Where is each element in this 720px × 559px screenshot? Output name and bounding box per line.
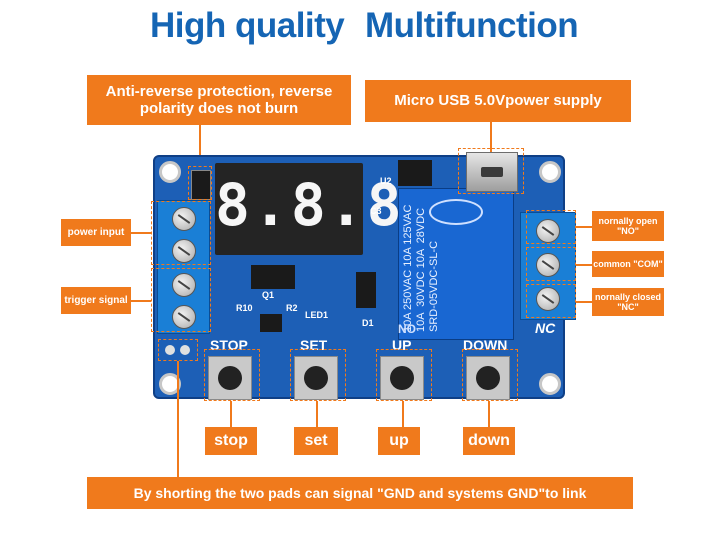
pad [165,345,175,355]
optocoupler-chip [251,265,295,289]
callout-footer-note: By shorting the two pads can signal "GND… [87,477,633,509]
set-label: set [294,427,338,455]
silk-r10: R10 [236,303,253,313]
trigger-signal-highlight [151,268,211,332]
connector-line [488,401,490,427]
silk-no: NO [398,322,416,336]
relay-component: 10A 250VAC 10A 125VAC 10A 30VDC 10A 28VD… [398,188,514,340]
callout-anti-reverse: Anti-reverse protection, reverse polarit… [87,75,351,125]
pad [180,345,190,355]
screw-terminal[interactable] [172,273,196,297]
title-high-quality: High quality [150,6,345,45]
micro-usb-port[interactable] [466,152,518,192]
connector-line [576,301,592,303]
set-tactile-button[interactable] [294,356,338,400]
regulator-chip [398,160,432,186]
display-digits: 8.8.8. [215,171,443,239]
silk-led1: LED1 [305,310,329,320]
screw-terminal[interactable] [172,239,196,263]
gnd-pads [163,343,193,357]
callout-usb-power: Micro USB 5.0Vpower supply [365,80,631,122]
mounting-hole [539,373,561,395]
callout-normally-closed: nornally closed "NC" [592,288,664,316]
set-highlight [290,349,346,401]
silk-r2: R2 [286,303,298,313]
down-highlight [462,349,518,401]
screw-terminal-nc[interactable] [536,287,560,311]
usb-highlight [458,148,524,194]
callout-normally-open: nornally open "NO" [592,211,664,241]
stop-highlight [204,349,260,401]
title-multifunction: Multifunction [365,6,579,45]
connector-line [576,264,592,266]
connector-line [402,401,404,427]
relay-logo [429,199,483,225]
pads-highlight [158,339,198,361]
screw-terminal[interactable] [172,207,196,231]
nc-highlight [526,284,576,318]
down-tactile-button[interactable] [466,356,510,400]
silk-c3: C3 [370,206,382,216]
connector-line [316,401,318,427]
relay-spec-text: 10A 250VAC 10A 125VAC 10A 30VDC 10A 28VD… [402,204,440,332]
silk-q1: Q1 [262,290,275,300]
silk-u2: U2 [380,176,392,186]
screw-terminal[interactable] [172,305,196,329]
diode-component [356,272,376,308]
down-label: down [463,427,515,455]
callout-common: common "COM" [592,251,664,277]
com-highlight [526,247,576,281]
mounting-hole [159,161,181,183]
silk-d1: D1 [362,318,374,328]
up-highlight [376,349,432,401]
diode-highlight [188,166,212,200]
input-terminal-block [157,200,210,334]
connector-line [230,401,232,427]
silk-nc: NC [535,320,556,336]
up-label: up [378,427,420,455]
connector-line [177,361,179,477]
no-highlight [526,210,576,244]
screw-terminal-com[interactable] [536,253,560,277]
mounting-hole [159,373,181,395]
connector-line [576,226,592,228]
stop-label: stop [205,427,257,455]
up-tactile-button[interactable] [380,356,424,400]
screw-terminal-no[interactable] [536,219,560,243]
connector-line [131,232,151,234]
transistor-component [260,314,282,332]
stop-tactile-button[interactable] [208,356,252,400]
led-display: 8.8.8. [215,163,443,255]
connector-line [199,125,201,170]
callout-trigger-signal: trigger signal [61,287,131,314]
relay-terminal-block [520,212,576,320]
power-input-highlight [151,201,211,265]
connector-line [490,122,492,154]
callout-power-input: power input [61,219,131,246]
usb-opening [481,167,503,177]
mounting-hole [539,161,561,183]
connector-line [131,300,151,302]
